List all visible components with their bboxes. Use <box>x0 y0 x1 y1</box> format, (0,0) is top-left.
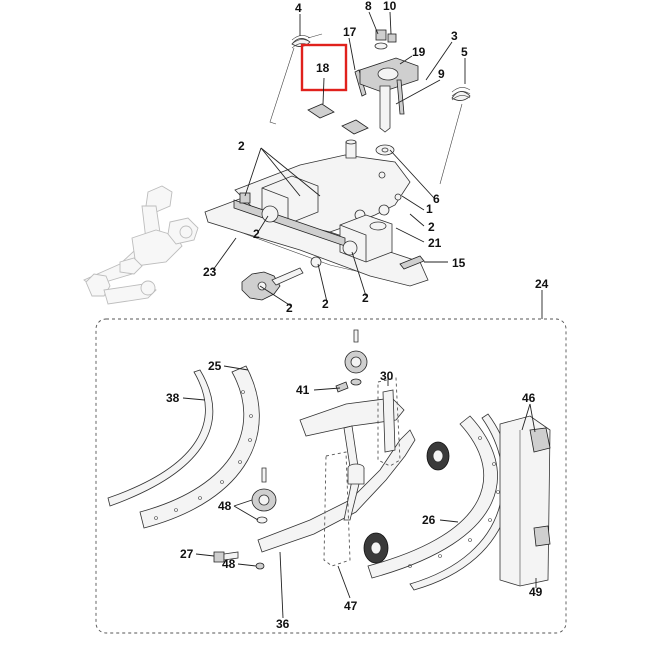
upper-assembly <box>204 29 471 301</box>
callout-49: 49 <box>529 585 543 599</box>
callout-6: 6 <box>433 192 440 206</box>
roller-wheel-bottom <box>363 532 389 564</box>
callout-46: 46 <box>522 391 536 405</box>
callout-1: 1 <box>426 202 433 216</box>
callout-2-right: 2 <box>428 220 435 234</box>
spring-right <box>439 87 471 185</box>
pad-left <box>307 103 335 119</box>
callout-47: 47 <box>344 599 358 613</box>
callout-23: 23 <box>203 265 217 279</box>
callout-10: 10 <box>383 0 397 13</box>
callout-18: 18 <box>316 61 330 75</box>
upper-leader-lines <box>212 11 466 307</box>
wheel-top <box>344 329 368 386</box>
roller-wheel-right <box>426 441 450 471</box>
callout-3: 3 <box>451 29 458 43</box>
callout-26: 26 <box>422 513 436 527</box>
callout-2-mid: 2 <box>253 227 260 241</box>
callout-19: 19 <box>412 45 426 59</box>
callout-8: 8 <box>365 0 372 13</box>
callout-36: 36 <box>276 617 290 631</box>
group-24-dashed-box <box>95 318 567 634</box>
callout-9: 9 <box>438 67 445 81</box>
callout-2-nut: 2 <box>322 297 329 311</box>
callout-38: 38 <box>166 391 180 405</box>
callout-27: 27 <box>180 547 194 561</box>
lower-leader-lines <box>182 365 537 619</box>
pad-right <box>341 119 369 135</box>
callout-2-bracket: 2 <box>362 291 369 305</box>
callout-15: 15 <box>452 256 466 270</box>
callout-5: 5 <box>461 45 468 59</box>
callout-numbers: 4 8 10 17 18 19 3 5 9 2 6 1 2 21 15 2 23… <box>166 0 549 631</box>
callout-2-top: 2 <box>238 139 245 153</box>
squeegee-blade-left-wide <box>139 365 260 529</box>
highlight-box-18 <box>300 43 348 92</box>
squeegee-blade-right-wide <box>367 415 498 579</box>
callout-48-bottom: 48 <box>222 557 236 571</box>
callout-48-left: 48 <box>218 499 232 513</box>
callout-24: 24 <box>535 277 549 291</box>
callout-21: 21 <box>428 236 442 250</box>
ghost-assembly-illustration <box>83 185 199 305</box>
callout-30: 30 <box>380 369 394 383</box>
callout-4: 4 <box>295 1 302 15</box>
squeegee-blade-right-outer <box>409 413 512 591</box>
lower-assembly <box>107 329 551 591</box>
callout-41: 41 <box>296 383 310 397</box>
wheel-left <box>251 467 277 524</box>
callout-17: 17 <box>343 25 357 39</box>
callout-2-knob: 2 <box>286 301 293 315</box>
squeegee-blade-left-outer <box>107 369 214 507</box>
callout-25: 25 <box>208 359 222 373</box>
